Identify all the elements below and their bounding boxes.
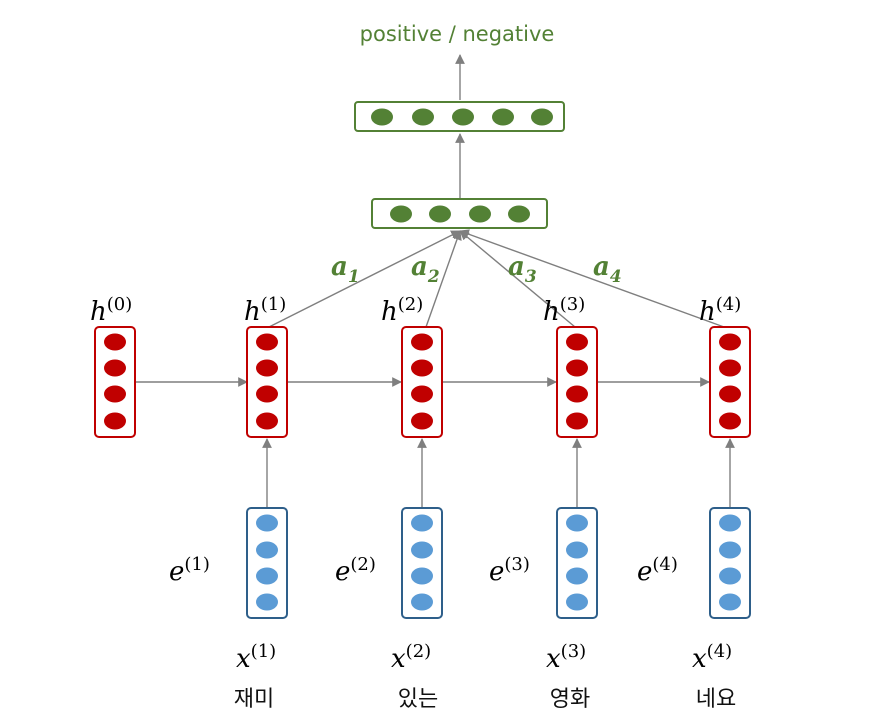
context-vector-box (371, 198, 548, 229)
embedding-label-3: e(3) (489, 554, 530, 587)
embedding-label-1: e(1) (169, 554, 210, 587)
hidden-label-3: h(3) (543, 294, 585, 327)
input-label-3: x(3) (546, 641, 586, 674)
input-label-1: x(1) (236, 641, 276, 674)
embedding-node (719, 541, 741, 559)
attention-arrow-2 (425, 230, 462, 328)
hidden-state-4 (709, 326, 751, 438)
input-word-4: 네요 (696, 687, 736, 712)
hidden-node (411, 412, 433, 430)
hidden-label-2: h(2) (381, 294, 423, 327)
hidden-state-3 (556, 326, 598, 438)
hidden-node (411, 359, 433, 377)
hidden-node (719, 385, 741, 403)
embedding-node (566, 593, 588, 611)
hidden-node (256, 333, 278, 351)
output-node (492, 108, 514, 126)
attention-label-4: a4 (593, 252, 622, 287)
hidden-node (104, 412, 126, 430)
embedding-2 (401, 507, 443, 619)
hidden-label-0: h(0) (90, 294, 132, 327)
context-node (469, 205, 491, 223)
attention-arrow-4 (459, 229, 725, 328)
attention-label-1: a1 (331, 252, 360, 287)
embedding-label-4: e(4) (637, 554, 678, 587)
embedding-node (256, 567, 278, 585)
embedding-node (411, 567, 433, 585)
hidden-node (104, 333, 126, 351)
embedding-node (411, 593, 433, 611)
output-node (412, 108, 434, 126)
hidden-node (719, 333, 741, 351)
embedding-node (411, 514, 433, 532)
input-label-4: x(4) (692, 641, 732, 674)
embedding-node (719, 567, 741, 585)
connection-arrows (135, 54, 735, 508)
output-layer (354, 101, 565, 132)
hidden-node (411, 385, 433, 403)
input-word-1: 재미 (234, 687, 274, 712)
hidden-node (719, 412, 741, 430)
hidden-node (566, 385, 588, 403)
embedding-node (256, 514, 278, 532)
attention-arrow-3 (459, 230, 576, 328)
hidden-node (719, 359, 741, 377)
embedding-1 (246, 507, 288, 619)
context-node (390, 205, 412, 223)
input-word-2: 있는 (398, 687, 438, 712)
embedding-node (566, 541, 588, 559)
embedding-node (719, 593, 741, 611)
output-label: positive / negative (360, 22, 555, 46)
hidden-node (566, 412, 588, 430)
hidden-node (104, 385, 126, 403)
embedding-label-2: e(2) (335, 554, 376, 587)
hidden-state-0 (94, 326, 136, 438)
embedding-node (411, 541, 433, 559)
hidden-node (256, 412, 278, 430)
hidden-label-4: h(4) (699, 294, 741, 327)
hidden-label-1: h(1) (244, 294, 286, 327)
output-node (371, 108, 393, 126)
embedding-node (566, 514, 588, 532)
output-node (531, 108, 553, 126)
input-label-2: x(2) (391, 641, 431, 674)
embedding-node (719, 514, 741, 532)
attention-arrow-1 (268, 230, 461, 328)
hidden-node (566, 333, 588, 351)
embedding-3 (556, 507, 598, 619)
hidden-state-1 (246, 326, 288, 438)
embedding-4 (709, 507, 751, 619)
context-vector (371, 198, 548, 229)
attention-label-3: a3 (508, 252, 537, 287)
embedding-node (256, 541, 278, 559)
hidden-node (104, 359, 126, 377)
context-node (429, 205, 451, 223)
embedding-node (566, 567, 588, 585)
hidden-node (411, 333, 433, 351)
input-word-3: 영화 (550, 687, 590, 712)
hidden-node (566, 359, 588, 377)
hidden-node (256, 385, 278, 403)
context-node (508, 205, 530, 223)
output-node (452, 108, 474, 126)
hidden-node (256, 359, 278, 377)
hidden-state-2 (401, 326, 443, 438)
embedding-node (256, 593, 278, 611)
attention-label-2: a2 (411, 252, 440, 287)
